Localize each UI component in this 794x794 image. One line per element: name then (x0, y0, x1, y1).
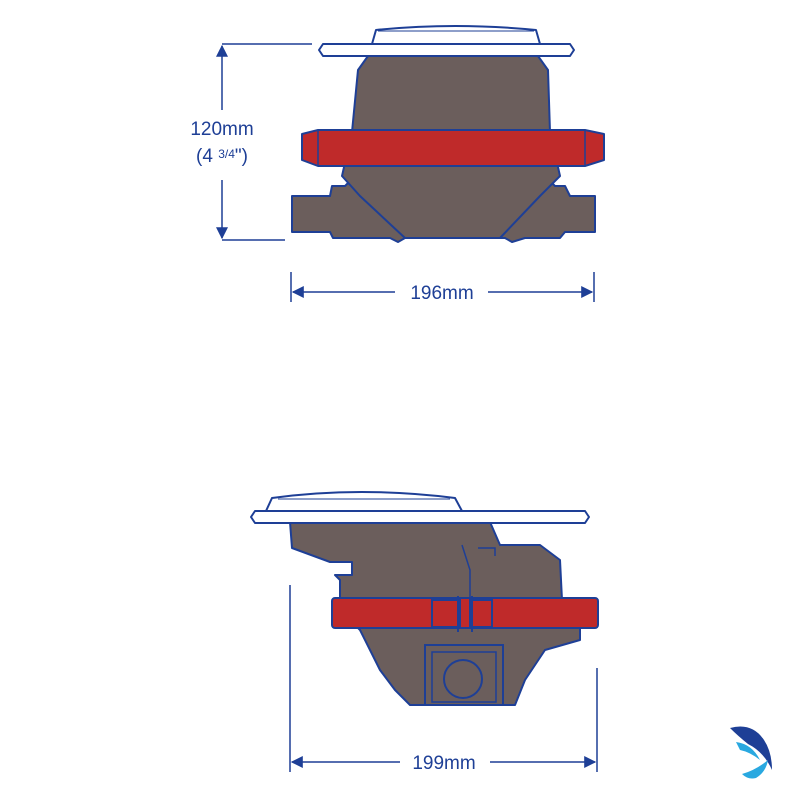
top-view-lid-plate (318, 43, 575, 57)
bird-swoosh-logo-icon (730, 726, 772, 779)
top-width-label: 196mm (410, 283, 473, 304)
bottom-view-drawing (250, 491, 599, 706)
bottom-width-label: 199mm (412, 753, 475, 774)
bottom-view-port-hole (443, 659, 483, 699)
top-view-red-band (301, 129, 605, 167)
height-label-mm: 120mm (190, 119, 253, 140)
band-buckle (431, 596, 493, 632)
top-view-drawing (291, 25, 605, 243)
top-view-lid-dome (371, 25, 541, 45)
bottom-width-dimension: 199mm (289, 585, 598, 774)
bottom-view-red-band (331, 597, 599, 629)
bottom-view-lid-dome (265, 491, 463, 512)
bottom-view-lid-plate (250, 510, 590, 524)
height-label-inches: (4 3/4") (196, 146, 248, 167)
height-dimension: 120mm (4 3/4") (190, 43, 312, 241)
top-width-dimension: 196mm (290, 272, 595, 304)
